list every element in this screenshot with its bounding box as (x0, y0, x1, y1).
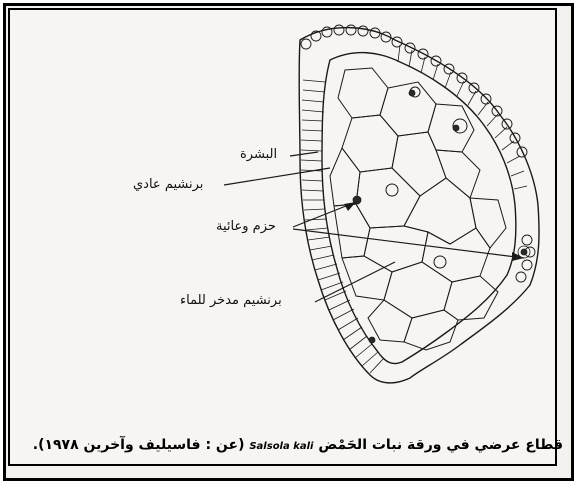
leader-water-storage (315, 262, 395, 302)
caption-latin: Salsola kali (249, 441, 313, 452)
arrowheads (344, 202, 524, 261)
caption-after: (عن : فاسيليف وآخرين ١٩٧٨). (33, 437, 245, 453)
leader-epidermis (290, 152, 318, 156)
label-epidermis: البشرة (240, 147, 277, 162)
leader-ordinary-parenchyma (224, 168, 330, 185)
leader-vascular-bundles-2 (293, 229, 524, 258)
label-vascular-bundles: حزم وعائية (216, 219, 276, 234)
water-storage-cells (330, 68, 506, 350)
label-water-storage-parenchyma: برنشيم مدخر للماء (180, 293, 282, 308)
label-ordinary-parenchyma: برنشيم عادي (133, 177, 203, 192)
caption-before: قطاع عرضي في ورقة نبات الحَمْض (318, 437, 563, 453)
epidermis-outline (299, 28, 539, 383)
figure-caption: قطاع عرضي في ورقة نبات الحَمْض Salsola k… (18, 437, 563, 453)
epidermis-cells (301, 25, 535, 282)
